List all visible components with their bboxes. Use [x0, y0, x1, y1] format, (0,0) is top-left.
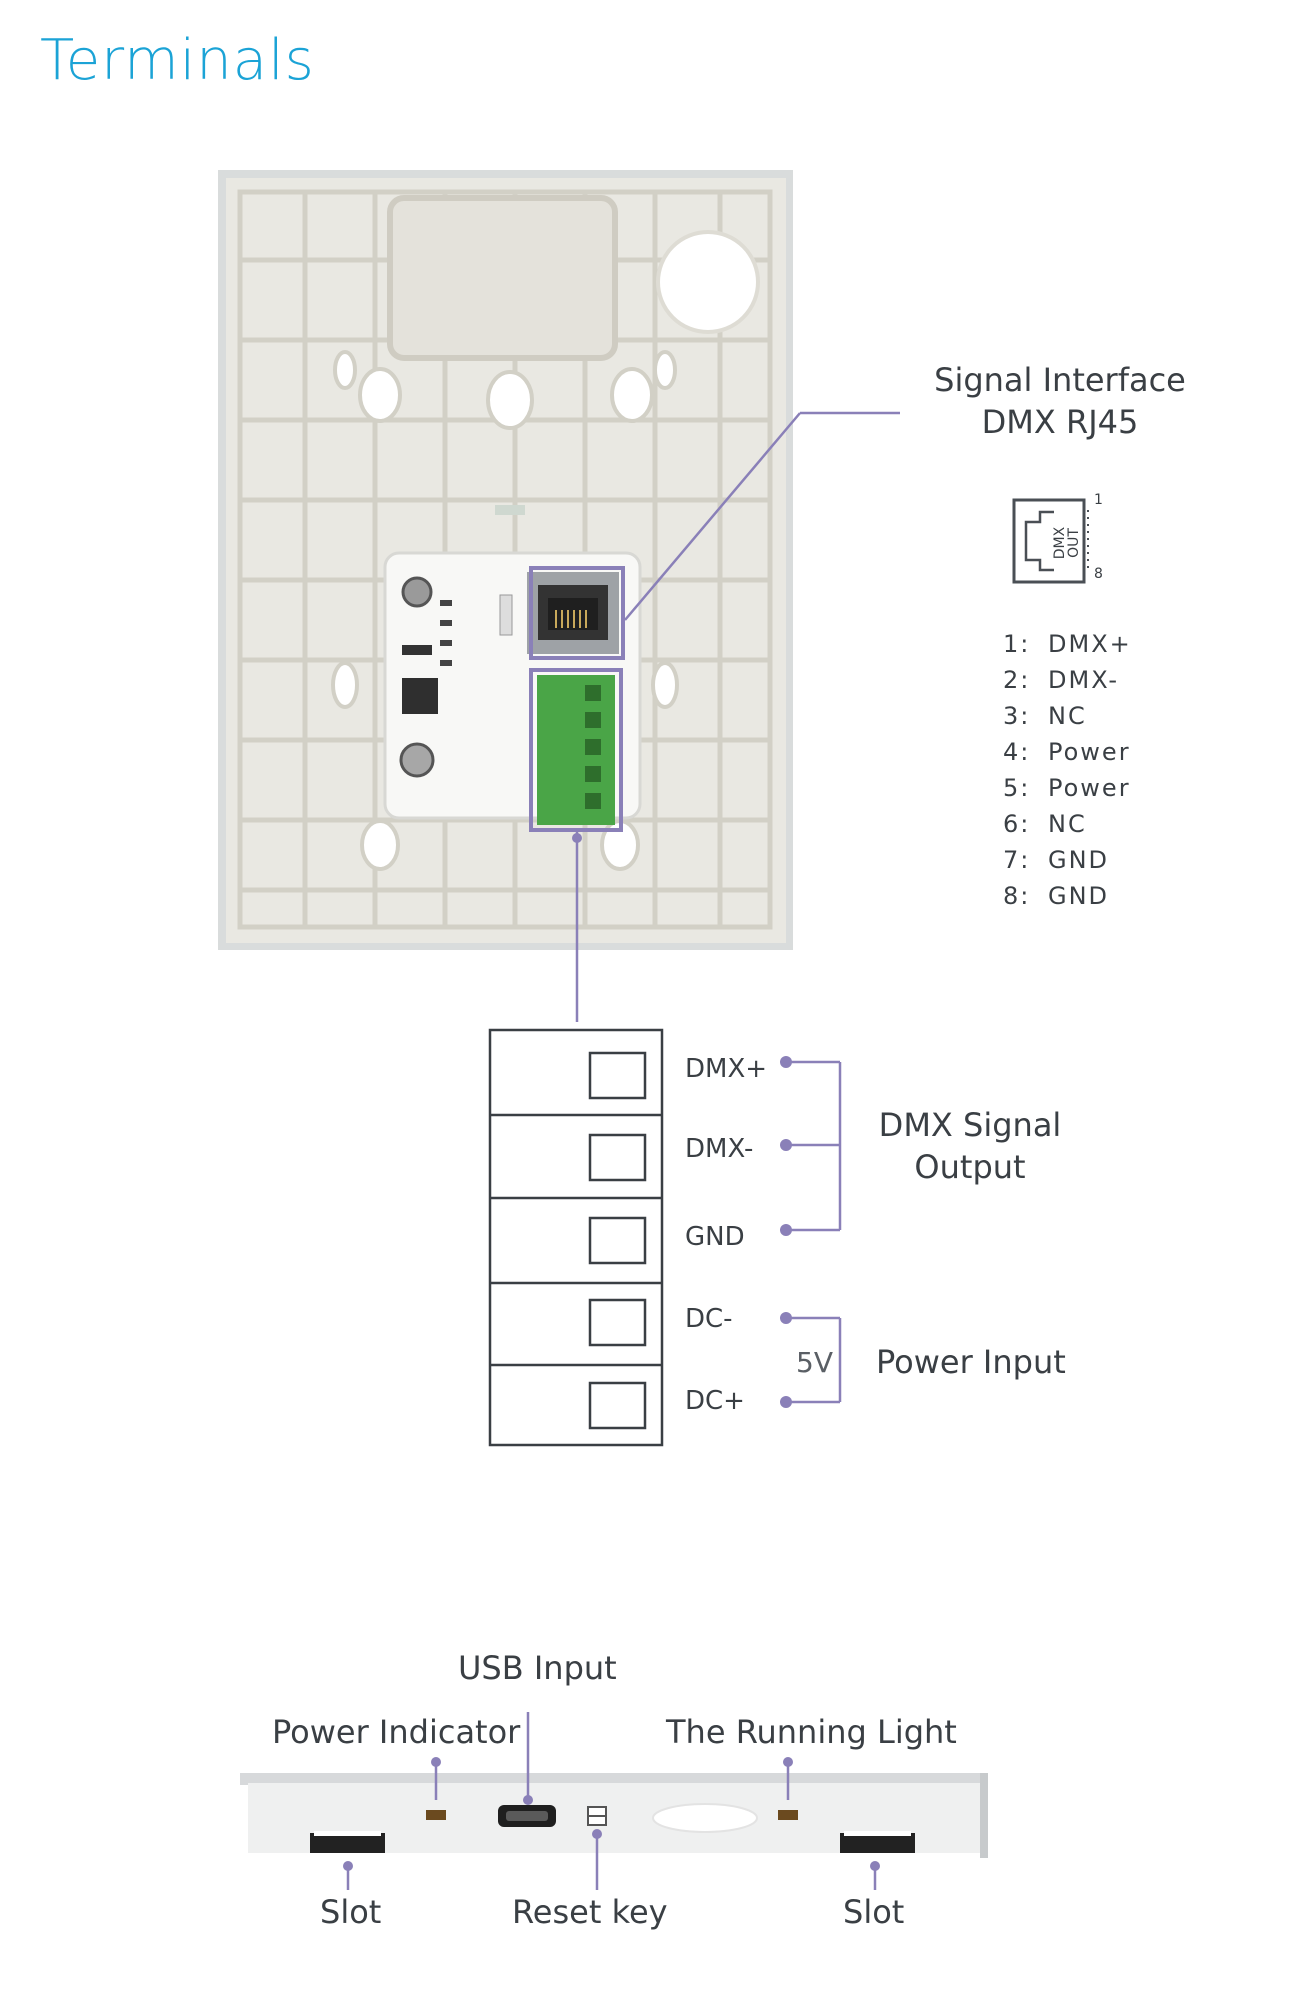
terminal-label-dmx-minus: DMX-	[685, 1134, 754, 1164]
power-indicator-label: Power Indicator	[272, 1713, 521, 1751]
slot-left-label: Slot	[320, 1893, 382, 1931]
jack-pin-first: 1	[1094, 492, 1103, 508]
terminal-dots	[780, 1056, 792, 1408]
pin-item: 3: NC	[1003, 702, 1087, 730]
terminal-label-dmx-plus: DMX+	[685, 1054, 768, 1084]
jack-pin-last: 8	[1094, 566, 1103, 582]
rj45-jack	[527, 566, 625, 660]
bottom-dots	[343, 1757, 880, 1871]
pin-item: 4: Power	[1003, 738, 1131, 766]
terminal-brackets	[786, 1060, 842, 1404]
connector-dot	[572, 833, 582, 843]
slot-right-label: Slot	[843, 1893, 905, 1931]
leader-lines	[575, 411, 900, 1022]
dmx-signal-output-label: DMX Signal Output	[878, 1106, 1062, 1186]
bottom-side-view	[240, 1773, 988, 1858]
pin-item: 7: GND	[1003, 846, 1110, 874]
terminal-label-dc-plus: DC+	[685, 1386, 745, 1416]
pin-item: 5: Power	[1003, 774, 1131, 802]
pin-item: 8: GND	[1003, 882, 1110, 910]
pin-item: 2: DMX-	[1003, 666, 1120, 694]
reset-key-label: Reset key	[512, 1893, 668, 1931]
terminal-label-gnd: GND	[685, 1222, 745, 1252]
rj45-pinout-icon	[1012, 498, 1089, 584]
pin-item: 6: NC	[1003, 810, 1087, 838]
jack-label: DMX OUT	[1052, 526, 1082, 560]
signal-interface-label: Signal Interface DMX RJ45	[934, 361, 1186, 441]
running-light-label: The Running Light	[666, 1713, 957, 1751]
voltage-label: 5V	[796, 1346, 833, 1379]
power-input-label: Power Input	[876, 1343, 1066, 1381]
pin-item: 1: DMX+	[1003, 630, 1132, 658]
usb-input-label: USB Input	[458, 1649, 617, 1687]
terminal-label-dc-minus: DC-	[685, 1304, 733, 1334]
terminal-block	[488, 1028, 664, 1447]
page-title: Terminals	[40, 28, 315, 93]
green-terminal-connector	[529, 668, 623, 832]
